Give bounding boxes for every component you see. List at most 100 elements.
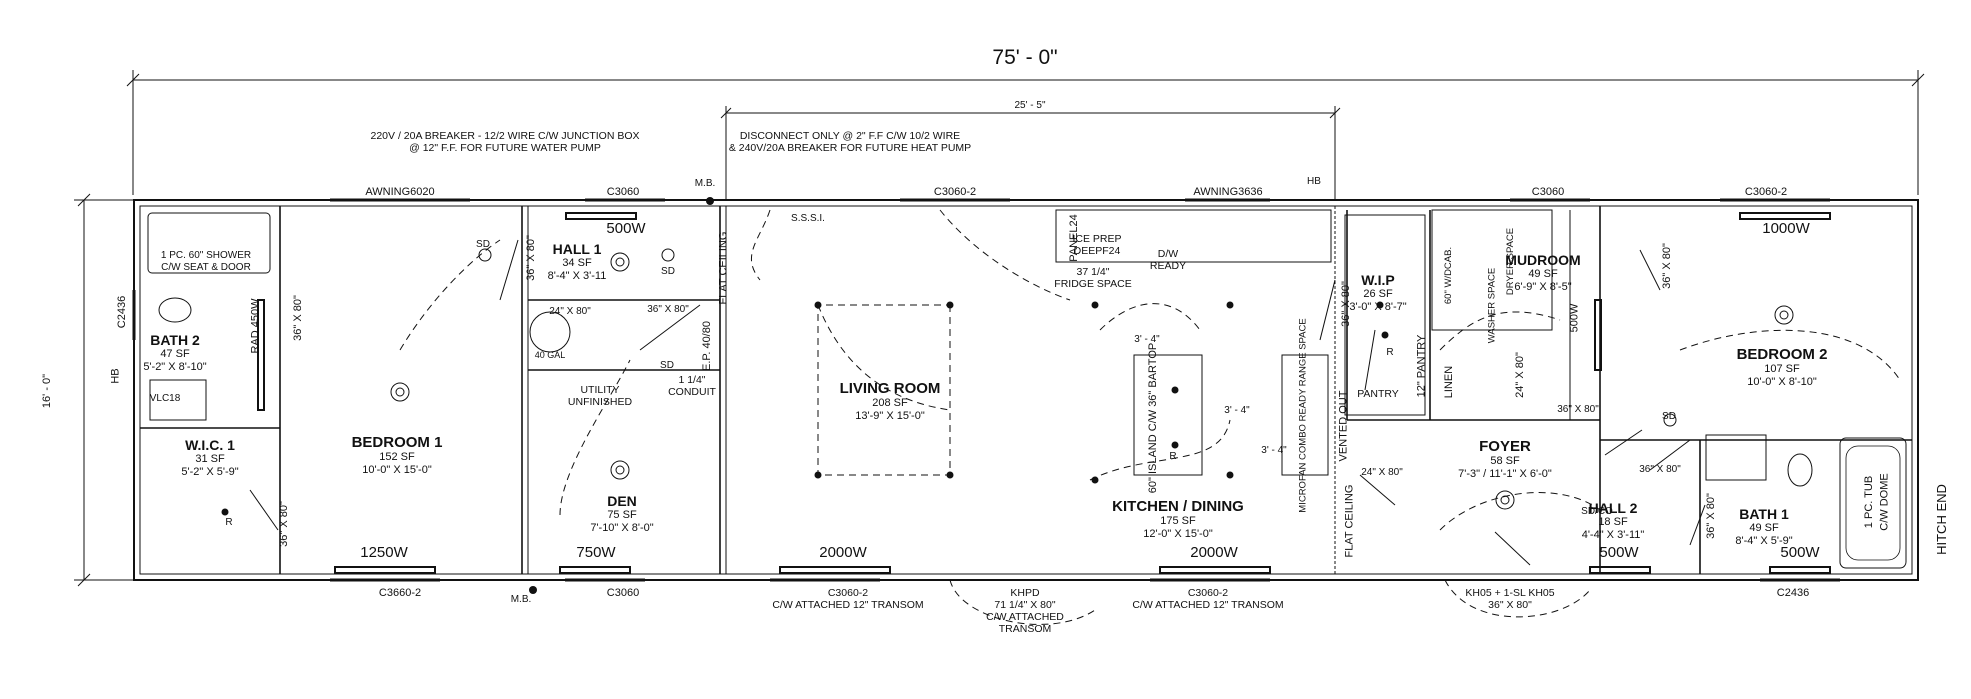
door-pantry: 24" X 80"	[1361, 467, 1403, 478]
kitchen-dim-3: 3' - 4"	[1261, 445, 1287, 456]
tank-label: 40 GAL	[534, 350, 566, 360]
smoke-co-detector-hall2: SD/CO	[1581, 506, 1613, 517]
pantry-12-label: 12" PANTRY	[1415, 334, 1428, 398]
door-bedroom2: 36" X 80"	[1639, 464, 1681, 475]
fridge-space-note: 37 1/4"FRIDGE SPACE	[1054, 266, 1132, 291]
vented-out-note: VENTED OUT	[1337, 390, 1350, 462]
ep-label: E.P. 40/80	[700, 321, 713, 371]
smoke-detector-bedroom2: SD	[1662, 411, 1676, 422]
linen-label: LINEN	[1443, 365, 1456, 399]
heater-hall2: 500W	[1599, 544, 1639, 561]
receptacle-island: R	[1169, 451, 1177, 462]
kitchen-dim-2: 3' - 4"	[1224, 405, 1250, 416]
hose-bib-left: HB	[109, 368, 122, 384]
meter-base-top: M.B.	[694, 178, 716, 189]
door-bedroom2-closet: 36" X 80"	[1660, 243, 1673, 289]
heater-den: 750W	[576, 544, 616, 561]
door-wic1: 36" X 80"	[277, 501, 290, 547]
bath1-fixtures	[1705, 434, 1907, 569]
door-hall1-bedroom1: 36" X 80"	[524, 235, 537, 281]
water-heater-symbol	[529, 311, 571, 353]
exterior-walls	[133, 199, 1919, 581]
door-mudroom: 36" X 80"	[1557, 404, 1599, 415]
flat-ceiling-left: FLAT CEILING	[717, 231, 730, 305]
overall-dimension-line	[126, 70, 1925, 195]
baseboard-heaters	[257, 212, 1831, 574]
receptacles	[221, 197, 1389, 594]
door-wip: 36" X 80"	[1339, 281, 1352, 327]
window-bottom-2: C3060	[606, 587, 640, 599]
panel-label: PANEL24	[1067, 214, 1080, 262]
window-top-4: AWNING3636	[1193, 186, 1263, 198]
door-bath2: 36" X 80"	[291, 295, 304, 341]
flat-ceiling-right: FLAT CEILING	[1343, 484, 1356, 558]
microfan-note: MICROFAN COMBO READY RANGE SPACE	[1297, 318, 1309, 513]
washer-space-label: WASHER SPACE	[1486, 267, 1498, 344]
receptacle-pantry: R	[1386, 347, 1394, 358]
heater-bath1: 500W	[1780, 544, 1820, 561]
window-bottom-5: C2436	[1776, 587, 1810, 599]
sub-dimension-line	[720, 106, 1341, 200]
hose-bib-top: HB	[1307, 176, 1321, 187]
window-top-6: C3060-2	[1744, 186, 1788, 198]
dryer-space-label: DRYER SPACE	[1505, 227, 1517, 296]
window-top-2: C3060	[606, 186, 640, 198]
tub-note-2: C/W DOME	[1878, 473, 1891, 531]
door-utility: 24" X 80"	[549, 306, 591, 317]
overall-depth-dimension: 16' - 0"	[41, 373, 54, 409]
sub-dimension: 25' - 5"	[1014, 100, 1046, 111]
sssi-label: S.S.S.I.	[791, 213, 825, 224]
light-fixtures	[390, 248, 1794, 510]
heater-kitchen: 2000W	[1190, 544, 1238, 561]
kitchen-counters	[1055, 209, 1553, 476]
window-top-1: AWNING6020	[365, 186, 435, 198]
electrical-runs	[399, 209, 1901, 625]
receptacle-wic1: R	[225, 517, 233, 528]
interior-walls	[140, 206, 1912, 574]
vlc-label: VLC18	[149, 393, 181, 404]
meter-base-bottom: M.B.	[510, 594, 532, 605]
pantry-label: PANTRY	[1357, 388, 1399, 400]
overall-width-dimension: 75' - 0"	[992, 46, 1058, 69]
smoke-detector-hall1: SD	[661, 266, 675, 277]
heater-bedroom2: 1000W	[1762, 220, 1810, 237]
heat-pump-note: DISCONNECT ONLY @ 2" F.F C/W 10/2 WIRE& …	[728, 130, 972, 155]
window-openings	[132, 198, 1840, 582]
door-linen: 24" X 80"	[1513, 352, 1526, 398]
door-swings	[249, 239, 1706, 566]
door-bath1: 36" X 80"	[1704, 493, 1717, 539]
hitch-end-label: HITCH END	[1933, 484, 1949, 555]
window-left: C2436	[116, 295, 129, 329]
bath2-fixtures	[147, 212, 271, 421]
door-den: 36" X 80"	[647, 304, 689, 315]
window-top-5: C3060	[1531, 186, 1565, 198]
water-pump-note: 220V / 20A BREAKER - 12/2 WIRE C/W JUNCT…	[370, 130, 640, 155]
wd-cabinet-label: 60" W/DCAB.	[1443, 246, 1455, 305]
smoke-detector-den: SD	[660, 360, 674, 371]
heater-living: 2000W	[819, 544, 867, 561]
heater-mudroom: 500W	[1568, 303, 1581, 333]
heater-bath2: RAD 450W	[249, 298, 262, 354]
